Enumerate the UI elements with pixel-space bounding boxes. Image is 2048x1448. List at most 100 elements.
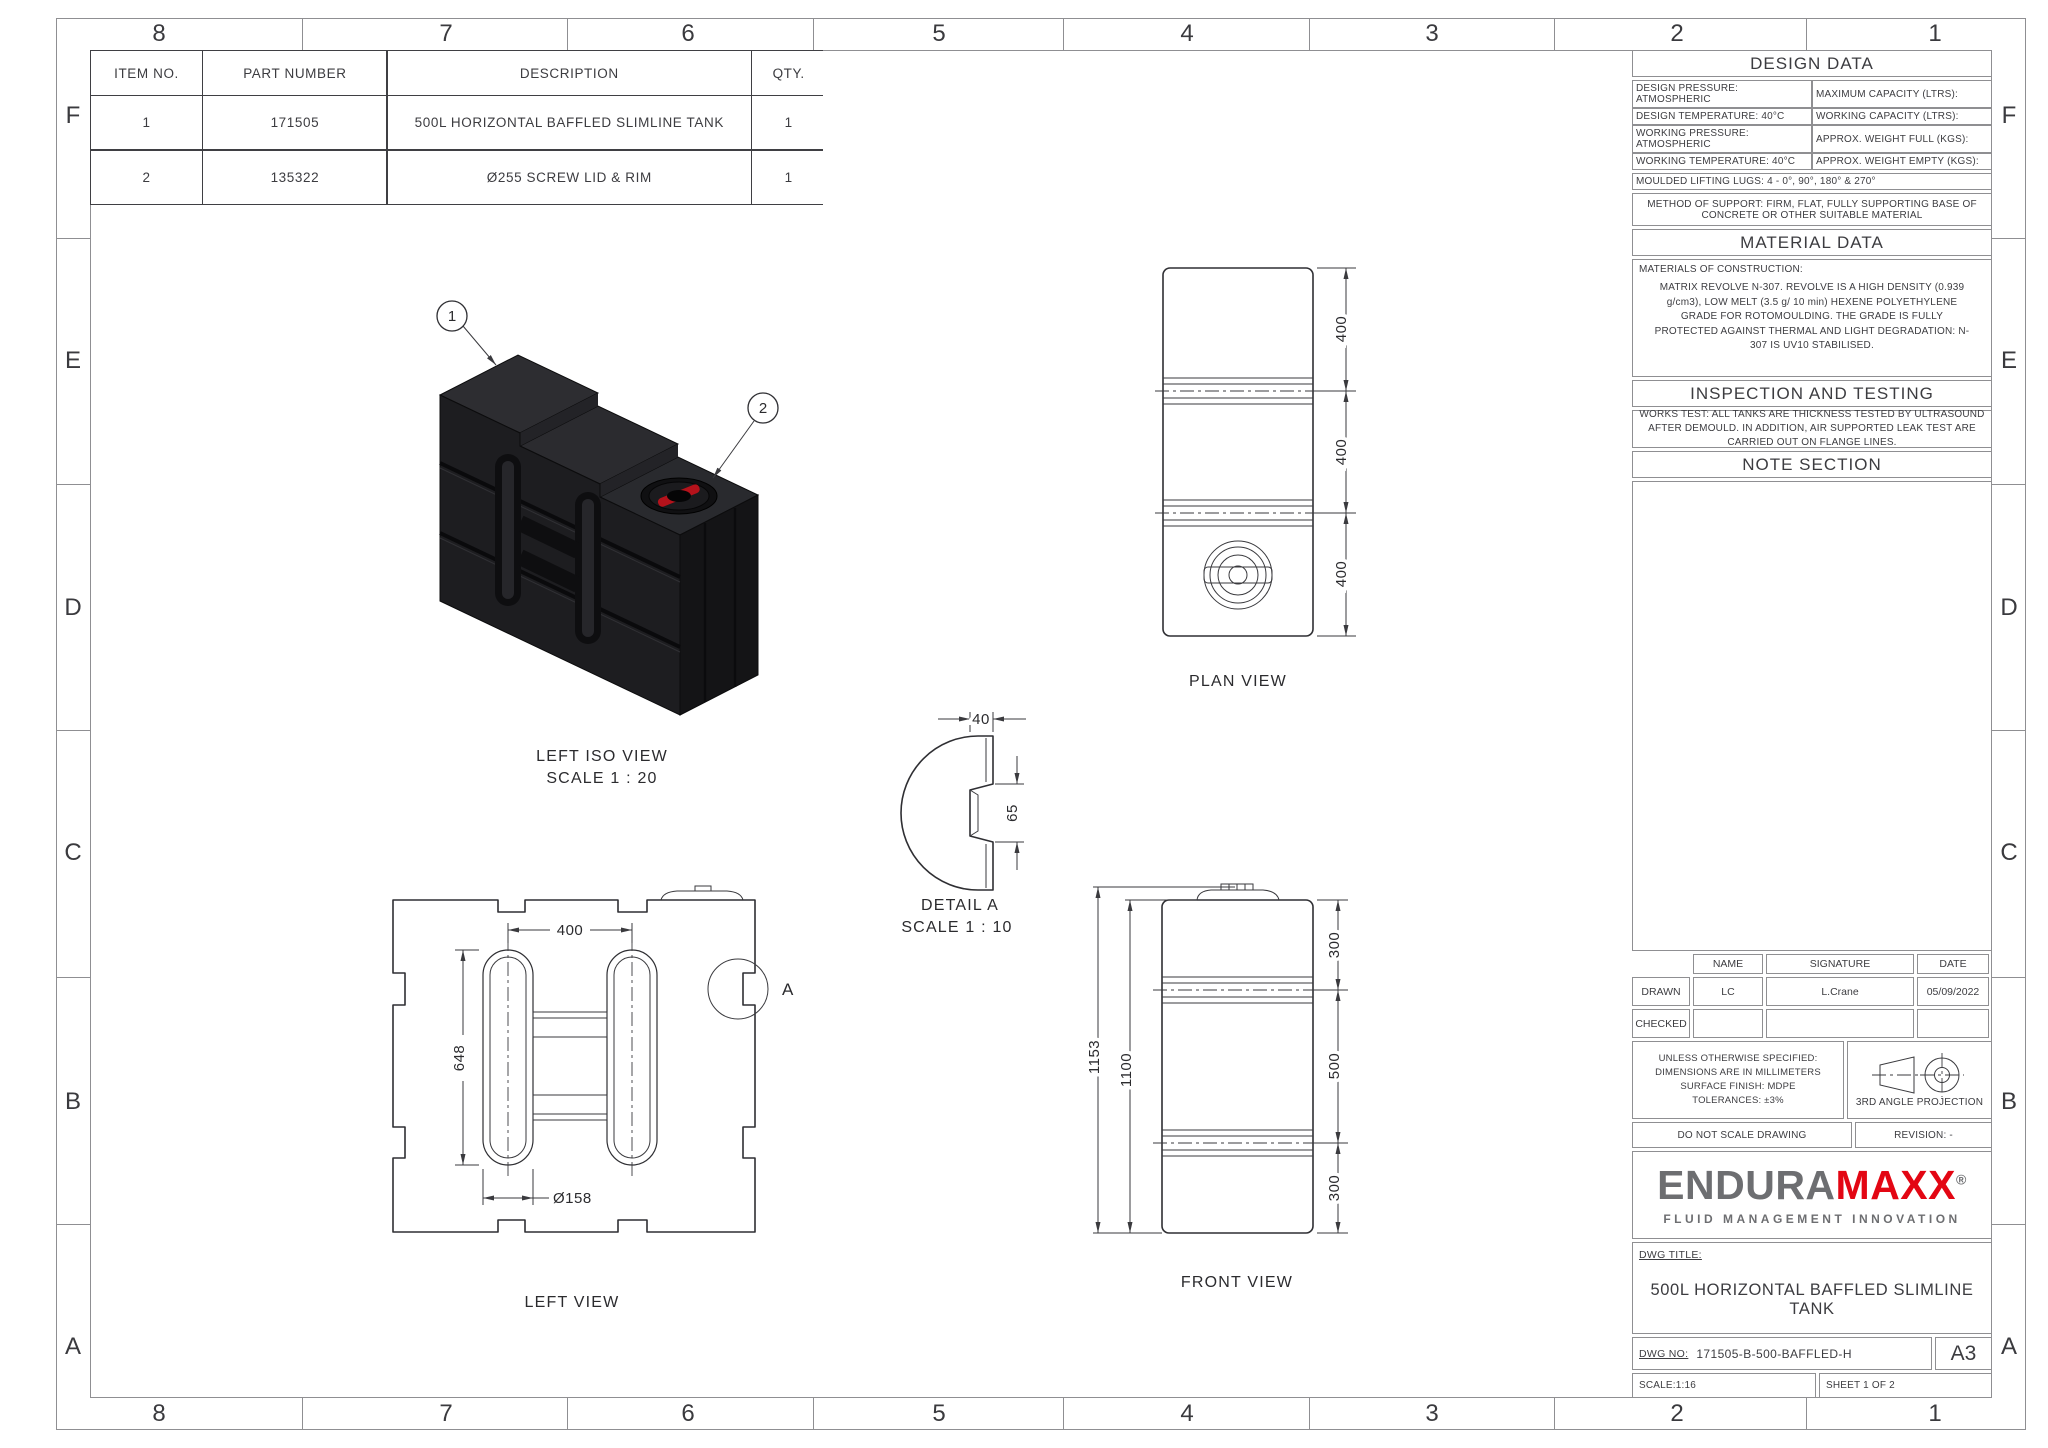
grid-col-label: 3 bbox=[1425, 1400, 1439, 1427]
dwg-title-value: 500L HORIZONTAL BAFFLED SLIMLINE TANK bbox=[1650, 1281, 1974, 1318]
sig-checked-name bbox=[1693, 1009, 1763, 1038]
grid-tick bbox=[56, 1224, 90, 1225]
grid-tick bbox=[302, 18, 303, 50]
left-dim-dia bbox=[482, 1169, 549, 1205]
grid-row-label: C bbox=[2000, 839, 2018, 866]
left-view-h-feature bbox=[482, 937, 658, 1177]
revision-box: REVISION: - bbox=[1855, 1122, 1992, 1148]
dwg-no-value: 171505-B-500-BAFFLED-H bbox=[1696, 1346, 1852, 1361]
plan-dim-mid: 400 bbox=[1333, 439, 1350, 466]
screw-lid bbox=[640, 477, 718, 515]
grid-col-label: 1 bbox=[1928, 1400, 1942, 1427]
plan-dimensions bbox=[1317, 267, 1356, 637]
logo-part-maxx: MAXX bbox=[1835, 1161, 1957, 1208]
third-angle-projection-icon bbox=[1871, 1052, 1964, 1097]
lifting-lugs-row: MOULDED LIFTING LUGS: 4 - 0°, 90°, 180° … bbox=[1632, 173, 1992, 190]
enduramaxx-logo: ENDURAMAXX® bbox=[1657, 1161, 1967, 1208]
parts-col-header: DESCRIPTION bbox=[387, 51, 751, 95]
grid-row-label: D bbox=[2000, 594, 2018, 621]
grid-tick bbox=[56, 238, 90, 239]
projection-box: 3RD ANGLE PROJECTION bbox=[1847, 1041, 1992, 1119]
parts-table: ITEM NO. PART NUMBER DESCRIPTION QTY. 1 … bbox=[90, 50, 826, 205]
detail-dim-height: 65 bbox=[1004, 804, 1021, 822]
grid-tick bbox=[567, 1398, 568, 1430]
grid-row-label: A bbox=[2000, 1333, 2018, 1360]
detail-a-circle bbox=[707, 958, 769, 1020]
parts-cell-part: 171505 bbox=[203, 96, 387, 150]
grid-row-label: F bbox=[2001, 102, 2017, 129]
plan-dim-bottom: 400 bbox=[1333, 561, 1350, 588]
left-dim-400 bbox=[507, 923, 633, 943]
detail-a-view: 40 65 DETAIL A SCALE 1 : 10 bbox=[900, 708, 1026, 936]
grid-tick bbox=[1806, 18, 1807, 50]
sheet-size-box: A3 bbox=[1935, 1337, 1992, 1370]
left-dim-dia-label: Ø158 bbox=[553, 1190, 592, 1207]
dwg-no-label: DWG NO: bbox=[1639, 1347, 1689, 1360]
grid-row-label: A bbox=[64, 1333, 82, 1360]
material-data-title: MATERIAL DATA bbox=[1632, 229, 1992, 256]
grid-col-label: 2 bbox=[1670, 1400, 1684, 1427]
info-panel: DESIGN DATA DESIGN PRESSURE: ATMOSPHERIC… bbox=[1632, 50, 1992, 1398]
plan-dim-top: 400 bbox=[1333, 316, 1350, 343]
parts-cell-qty: 1 bbox=[752, 96, 826, 150]
grid-row-label: E bbox=[64, 347, 82, 374]
plan-view: 400 400 400 PLAN VIEW bbox=[1155, 267, 1356, 690]
design-data-cell: APPROX. WEIGHT FULL (KGS): bbox=[1813, 126, 1991, 152]
grid-row-label: B bbox=[64, 1088, 82, 1115]
sig-drawn-name: LC bbox=[1693, 977, 1763, 1006]
grid-tick bbox=[1309, 1398, 1310, 1430]
spec-box: UNLESS OTHERWISE SPECIFIED: DIMENSIONS A… bbox=[1632, 1041, 1844, 1119]
grid-col-label: 5 bbox=[932, 1400, 946, 1427]
grid-col-label: 8 bbox=[152, 20, 166, 47]
grid-tick bbox=[1063, 18, 1064, 50]
parts-cell-desc: 500L HORIZONTAL BAFFLED SLIMLINE TANK bbox=[387, 96, 751, 150]
scale-box: SCALE:1:16 bbox=[1632, 1373, 1816, 1398]
plan-view-label: PLAN VIEW bbox=[1189, 673, 1287, 690]
front-dims-right bbox=[1317, 899, 1348, 1234]
inspection-title: INSPECTION AND TESTING bbox=[1632, 380, 1992, 407]
support-row: METHOD OF SUPPORT: FIRM, FLAT, FULLY SUP… bbox=[1632, 193, 1992, 226]
parts-cell-item: 1 bbox=[91, 96, 202, 150]
grid-tick bbox=[56, 730, 90, 731]
parts-col-header: PART NUMBER bbox=[203, 51, 387, 95]
grid-tick bbox=[1806, 1398, 1807, 1430]
grid-col-label: 3 bbox=[1425, 20, 1439, 47]
projection-label: 3RD ANGLE PROJECTION bbox=[1855, 1096, 1984, 1108]
do-not-scale-box: DO NOT SCALE DRAWING bbox=[1632, 1122, 1852, 1148]
detail-a-ref: A bbox=[782, 980, 794, 999]
grid-col-label: 2 bbox=[1670, 20, 1684, 47]
material-data-body: MATERIALS OF CONSTRUCTION: MATRIX REVOLV… bbox=[1632, 259, 1992, 377]
grid-row-label: F bbox=[65, 102, 81, 129]
grid-col-label: 4 bbox=[1180, 20, 1194, 47]
sig-checked-signature bbox=[1766, 1009, 1914, 1038]
grid-col-label: 7 bbox=[439, 20, 453, 47]
front-dim-top: 300 bbox=[1326, 932, 1343, 959]
detail-view-scale: SCALE 1 : 10 bbox=[901, 919, 1012, 936]
detail-view-label: DETAIL A bbox=[921, 897, 999, 914]
grid-col-label: 8 bbox=[152, 1400, 166, 1427]
grid-tick bbox=[1992, 484, 2026, 485]
design-data-title: DESIGN DATA bbox=[1632, 50, 1992, 77]
left-dim-648 bbox=[455, 949, 479, 1166]
left-view-label: LEFT VIEW bbox=[525, 1294, 620, 1311]
design-data-table: DESIGN PRESSURE: ATMOSPHERIC MAXIMUM CAP… bbox=[1632, 80, 1992, 170]
grid-tick bbox=[1309, 18, 1310, 50]
design-data-cell: DESIGN TEMPERATURE: 40°C bbox=[1633, 109, 1811, 124]
grid-tick bbox=[567, 18, 568, 50]
iso-view-scale: SCALE 1 : 20 bbox=[546, 770, 657, 787]
front-bands bbox=[1162, 976, 1313, 1157]
grid-col-label: 1 bbox=[1928, 20, 1942, 47]
front-view: 1153 1100 300 500 300 FRONT VIEW bbox=[1083, 883, 1348, 1291]
parts-cell-desc: Ø255 SCREW LID & RIM bbox=[387, 150, 751, 204]
tank-iso-render bbox=[438, 354, 760, 716]
grid-tick bbox=[1992, 730, 2026, 731]
grid-tick bbox=[56, 484, 90, 485]
detail-inner-lines bbox=[969, 738, 987, 888]
parts-col-header: ITEM NO. bbox=[91, 51, 202, 95]
sig-header-date: DATE bbox=[1917, 954, 1989, 974]
dwg-title-box: DWG TITLE: 500L HORIZONTAL BAFFLED SLIML… bbox=[1632, 1242, 1992, 1334]
design-data-cell: WORKING PRESSURE: ATMOSPHERIC bbox=[1633, 126, 1811, 152]
grid-row-label: D bbox=[64, 594, 82, 621]
sig-header-name: NAME bbox=[1693, 954, 1763, 974]
